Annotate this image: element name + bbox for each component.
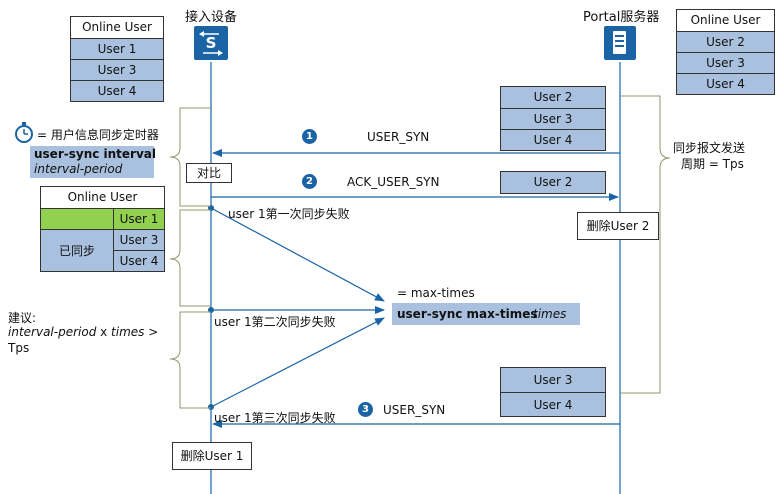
sync-message-user-list: User 2 User 3 User 4 <box>500 86 606 151</box>
arrow-fail-3 <box>210 317 385 408</box>
table-header: Online User <box>71 17 163 38</box>
failure-2-label: user 1第二次同步失败 <box>214 315 336 329</box>
table-row: User 3 <box>501 368 605 392</box>
failure-3-label: user 1第三次同步失败 <box>214 411 336 425</box>
online-user-table-access: Online User User 1 User 3 User 4 <box>70 16 164 102</box>
table-row: User 1 <box>71 38 163 59</box>
stopwatch-icon <box>12 121 36 149</box>
period-line2: 周期 = Tps <box>681 157 744 171</box>
bracket-period <box>620 95 671 394</box>
bracket-interval-2 <box>169 209 211 307</box>
advice-times-sign: x <box>96 325 112 339</box>
max-times-band <box>392 303 580 325</box>
portal-server-label: Portal服务器 <box>583 10 660 25</box>
online-user-table-synced: Online User User 1 已同步 User 3 User 4 <box>40 186 165 272</box>
table-row: User 3 <box>501 108 605 129</box>
max-times-param: times <box>533 307 567 321</box>
table-row: User 4 <box>501 392 605 416</box>
sync-message-user-list-3: User 3 User 4 <box>500 367 606 417</box>
delete-user1-label: 删除User 1 <box>180 449 244 463</box>
switch-icon-letter: S <box>205 34 217 52</box>
access-device-label: 接入设备 <box>185 10 238 25</box>
delete-user1-box: 删除User 1 <box>172 442 252 470</box>
advice-title: 建议: <box>8 311 37 325</box>
table-row: User 2 <box>501 172 605 193</box>
advice-times: times <box>111 325 145 339</box>
message-user-syn-1: USER_SYN <box>367 130 430 144</box>
period-line1: 同步报文发送 <box>673 141 746 155</box>
step-1-badge: 1 <box>302 129 317 144</box>
advice-line1: interval-period x times > <box>8 325 158 339</box>
timer-command-band <box>30 146 154 178</box>
table-row: User 1 <box>113 208 164 229</box>
advice-line2: Tps <box>8 341 30 355</box>
table-row: User 3 <box>677 52 774 73</box>
message-ack-user-syn: ACK_USER_SYN <box>347 175 440 189</box>
arrow-fail-1 <box>210 207 385 302</box>
timer-label: = 用户信息同步定时器 <box>37 128 159 142</box>
table-row: User 2 <box>677 31 774 52</box>
table-row: User 4 <box>113 250 164 271</box>
advice-interval-period: interval-period <box>8 325 97 339</box>
table-row: User 2 <box>501 87 605 108</box>
table-row: User 4 <box>677 73 774 94</box>
bracket-interval-1 <box>169 107 211 207</box>
compare-label: 对比 <box>196 166 221 180</box>
table-header: Online User <box>677 10 774 31</box>
server-icon[interactable] <box>604 26 636 60</box>
step-2-badge: 2 <box>302 174 317 189</box>
max-times-eq: = max-times <box>397 286 475 300</box>
switch-icon[interactable]: S <box>194 26 228 60</box>
advice-gt-sign: > <box>144 325 159 339</box>
step-3-badge: 3 <box>358 402 373 417</box>
ack-user-list: User 2 <box>500 171 606 194</box>
delete-user2-box: 删除User 2 <box>577 212 659 240</box>
timer-param: interval-period <box>34 162 123 176</box>
message-user-syn-3: USER_SYN <box>383 403 446 417</box>
bracket-interval-3 <box>169 311 211 409</box>
table-header: Online User <box>41 187 164 208</box>
max-times-command: user-sync max-times <box>397 307 538 321</box>
failure-1-label: user 1第一次同步失败 <box>228 207 350 221</box>
timer-command: user-sync interval <box>34 147 157 161</box>
compare-box: 对比 <box>186 163 232 183</box>
table-row: User 4 <box>71 80 163 101</box>
table-row: User 3 <box>113 229 164 250</box>
online-user-table-portal: Online User User 2 User 3 User 4 <box>676 9 775 95</box>
table-row: User 4 <box>501 129 605 150</box>
switch-arrows-icon <box>199 31 223 56</box>
table-row: User 3 <box>71 59 163 80</box>
delete-user2-label: 删除User 2 <box>586 219 650 233</box>
synced-label: 已同步 <box>41 229 113 271</box>
